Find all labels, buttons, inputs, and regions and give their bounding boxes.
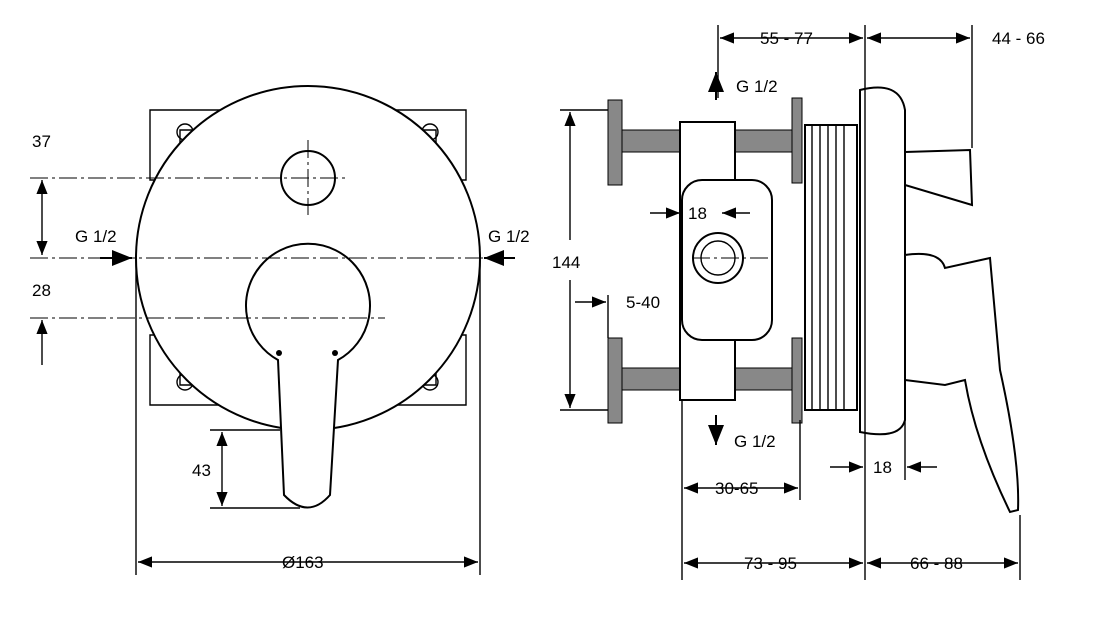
dim-144: 144 [552, 253, 580, 272]
dim-37: 37 [32, 132, 51, 151]
valve-body [681, 179, 773, 341]
dim-66-88: 66 - 88 [910, 554, 963, 573]
dim-30-65: 30-65 [715, 479, 758, 498]
lever-handle-side [904, 252, 1020, 514]
dim-43: 43 [192, 461, 211, 480]
dim-18-handle: 18 [873, 458, 892, 477]
dim-44-66: 44 - 66 [992, 29, 1045, 48]
inlet-left-label: G 1/2 [75, 227, 117, 246]
diameter-163: Ø163 [282, 553, 324, 572]
inlet-right-label: G 1/2 [488, 227, 530, 246]
dim-73-95: 73 - 95 [744, 554, 797, 573]
lever-handle [245, 242, 371, 509]
outlet-bottom-label: G 1/2 [734, 432, 776, 451]
dim-18-body: 18 [688, 204, 707, 223]
dim-5-40: 5-40 [626, 293, 660, 312]
dim-28: 28 [32, 281, 51, 300]
threaded-sleeve [804, 124, 858, 411]
diverter-knob-side [904, 148, 974, 207]
outlet-top-label: G 1/2 [736, 77, 778, 96]
side-view: 55 - 77 44 - 66 G 1/2 G 1/2 144 18 5-40 … [552, 25, 1045, 580]
front-view: 37 G 1/2 G 1/2 28 43 Ø163 [30, 85, 530, 575]
dim-55-77: 55 - 77 [760, 29, 813, 48]
cover-plate-side [859, 86, 906, 436]
